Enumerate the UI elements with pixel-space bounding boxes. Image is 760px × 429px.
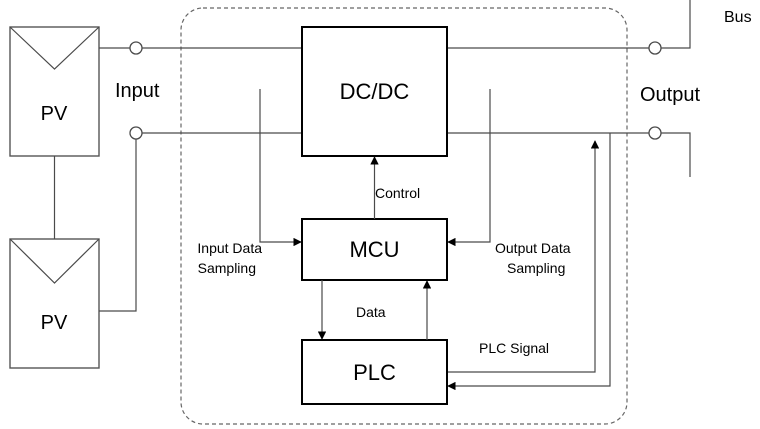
output-sampling-arrow [447,89,491,247]
input-sampling-arrow [259,89,302,247]
pv-module-1-label: PV [41,103,68,125]
optimizer-enclosure [180,7,628,425]
input-label: Input [115,80,160,102]
pv-module-1: PV [9,26,100,157]
plc-signal-arrow-up [448,140,600,373]
input-data-sampling-line2: Sampling [198,260,256,276]
plc-block: PLC [301,339,448,405]
plc-signal-arrow-in [447,133,611,391]
plc-signal-label: PLC Signal [479,340,549,356]
control-label: Control [375,185,420,201]
dcdc-block: DC/DC [301,26,448,157]
mcu-block: MCU [301,218,448,281]
bus-label: Bus [724,9,752,26]
plc-label: PLC [353,360,396,385]
output-positive-wire [447,0,691,49]
data-label: Data [356,304,386,320]
output-terminal-bottom [648,126,662,140]
output-label: Output [640,84,700,106]
output-data-sampling-line1: Output Data [495,240,571,256]
input-data-sampling-line1: Input Data [197,240,262,256]
dcdc-label: DC/DC [340,79,410,104]
output-terminal-top [648,41,662,55]
output-data-sampling-line2: Sampling [507,260,565,276]
pv-module-2: PV [9,238,100,369]
input-terminal-bottom [129,126,143,140]
input-terminal-top [129,41,143,55]
input-negative-wire [99,132,302,312]
pv-module-2-label: PV [41,312,68,334]
mcu-label: MCU [349,237,399,262]
output-negative-wire [447,132,691,177]
